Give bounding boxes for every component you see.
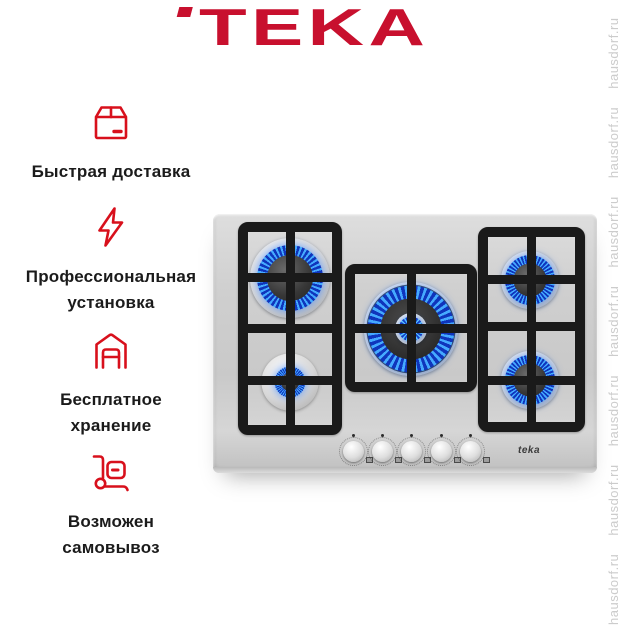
knob-ticks [339, 437, 368, 466]
teka-hob-badge: teka [518, 445, 541, 456]
control-knob-2 [368, 434, 402, 466]
control-knob-3 [397, 434, 431, 466]
control-knob-1 [339, 434, 373, 466]
feature-label: самовывоз [62, 538, 160, 557]
grate-bar [238, 324, 342, 333]
feature-label: Профессиональная [25, 267, 197, 286]
grate-bar [238, 376, 342, 385]
grate-center [345, 264, 477, 392]
feature-fast-delivery: Быстрая доставка [18, 98, 204, 185]
feature-professional-installation: Профессиональная установка [18, 203, 204, 316]
gas-hob-photo: teka [213, 214, 597, 473]
feature-label: Бесплатное [60, 390, 162, 409]
package-icon [94, 106, 128, 140]
feature-pickup-available: Возможен самовывоз [18, 448, 204, 561]
grate-bar [345, 324, 477, 333]
brand-logo-text: TEKA [199, 0, 430, 57]
knob-ticks [397, 437, 426, 466]
feature-free-storage: Бесплатное хранение [18, 326, 204, 439]
feature-label: установка [67, 293, 155, 312]
knob-ticks [456, 437, 485, 466]
grate-bar [478, 275, 585, 284]
grate-bar [478, 322, 585, 331]
warehouse-icon [95, 333, 127, 369]
knob-ticks [368, 437, 397, 466]
logo-tick-icon [176, 7, 193, 17]
brand-logo: TEKA [176, 2, 429, 54]
feature-label: Возможен [67, 512, 155, 531]
control-knob-4 [427, 434, 461, 466]
control-knob-5 [456, 434, 490, 466]
grate-left [238, 222, 342, 435]
grate-bar [238, 273, 342, 282]
handtruck-icon [92, 455, 129, 492]
lightning-icon [98, 207, 124, 247]
feature-label: Быстрая доставка [31, 162, 191, 181]
knob-ticks [427, 437, 456, 466]
feature-label: хранение [70, 416, 152, 435]
watermark: hausdorf.ru hausdorf.ru hausdorf.ru haus… [606, 17, 621, 625]
grate-right [478, 227, 585, 432]
grate-bar [478, 376, 585, 385]
